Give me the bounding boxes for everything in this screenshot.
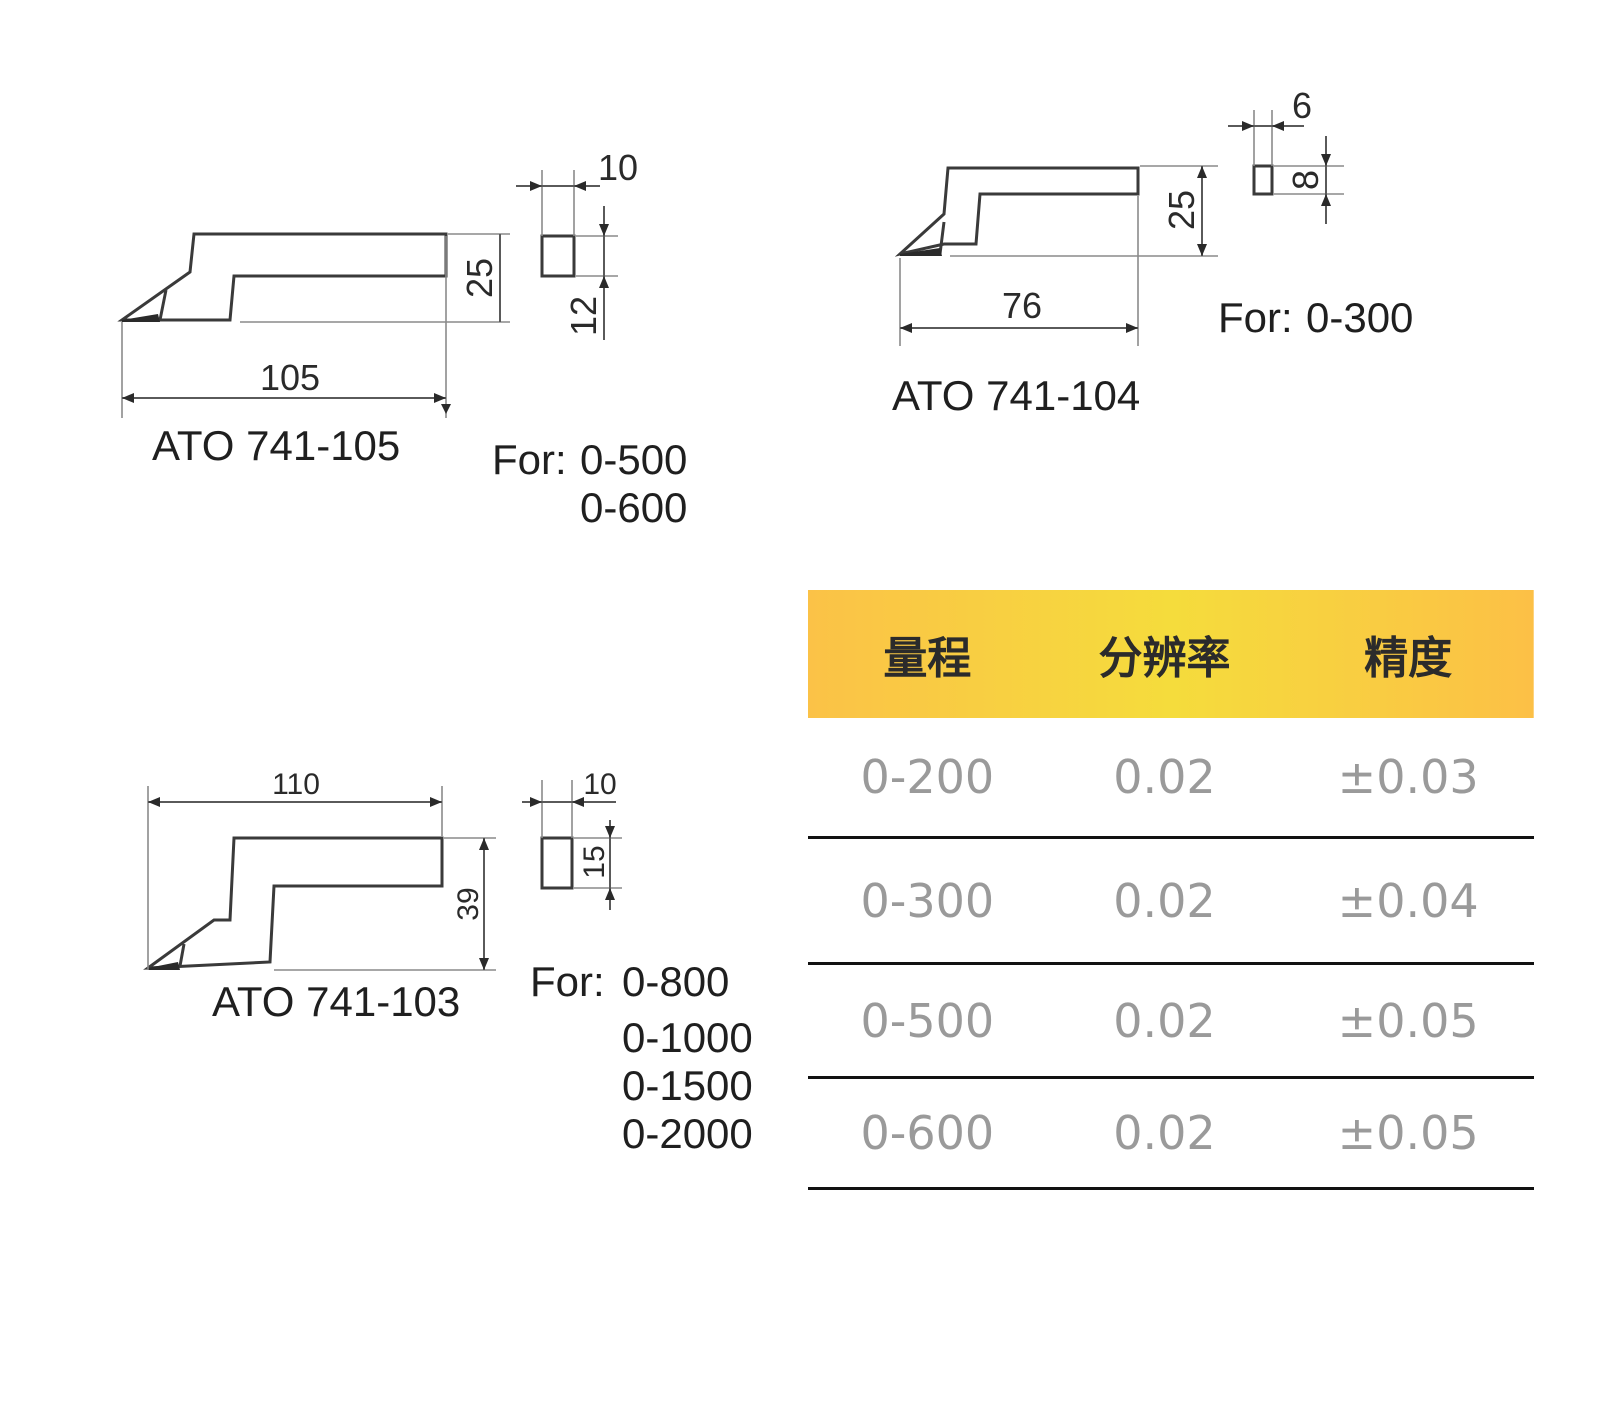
cell-resolution: 0.02 (1046, 718, 1283, 839)
range-103-1: 0-1000 (622, 1014, 753, 1061)
model-label-105: ATO 741-105 (152, 422, 400, 469)
range-105-1: 0-600 (580, 484, 687, 531)
dim-thickness-104: 8 (1285, 170, 1326, 190)
cross-section-105 (540, 234, 576, 278)
cell-range: 0-500 (808, 963, 1047, 1079)
table-row: 0-200 0.02 ±0.03 (808, 718, 1534, 839)
cell-accuracy: ±0.05 (1282, 963, 1534, 1079)
spec-table-header: 量程 分辨率 精度 (808, 590, 1534, 718)
dim-length-103: 110 (272, 768, 320, 801)
drawing-ato-741-105: 105 25 10 12 ATO 741-105 For: 0-500 0-60… (117, 147, 687, 531)
dim-width-104: 6 (1292, 85, 1312, 126)
cell-range: 0-300 (808, 837, 1047, 965)
dim-length-105: 105 (260, 357, 320, 398)
jaw-outline-104 (894, 166, 1140, 257)
range-104-0: 0-300 (1306, 294, 1413, 341)
model-label-103: ATO 741-103 (212, 978, 460, 1025)
cross-section-103 (540, 836, 574, 890)
for-label-103: For: (530, 958, 605, 1005)
jaw-tip-104 (900, 248, 942, 256)
range-103-0: 0-800 (622, 958, 729, 1005)
cell-resolution: 0.02 (1046, 963, 1283, 1079)
jaw-tip-105 (122, 314, 160, 322)
dim-height-104: 25 (1161, 190, 1202, 230)
header-accuracy: 精度 (1364, 633, 1453, 684)
drawing-ato-741-104: 76 25 6 8 ATO 741-104 For: 0-300 (892, 85, 1413, 419)
cell-accuracy: ±0.04 (1282, 837, 1534, 965)
table-row: 0-500 0.02 ±0.05 (808, 963, 1534, 1079)
cell-resolution: 0.02 (1046, 1077, 1283, 1190)
range-103-3: 0-2000 (622, 1110, 753, 1157)
header-range: 量程 (883, 633, 972, 684)
drawing-ato-741-103: 110 39 10 15 ATO 741-103 For: 0-800 0-10… (143, 768, 753, 1157)
dim-thickness-103: 15 (578, 845, 611, 878)
dim-width-103: 10 (583, 768, 616, 801)
range-103-2: 0-1500 (622, 1062, 753, 1109)
for-label-104: For: (1218, 294, 1293, 341)
cell-range: 0-200 (808, 718, 1047, 839)
for-label-105: For: (492, 436, 567, 483)
cell-accuracy: ±0.05 (1282, 1077, 1534, 1190)
range-105-0: 0-500 (580, 436, 687, 483)
dim-thickness-105: 12 (563, 296, 604, 336)
cell-range: 0-600 (808, 1077, 1047, 1190)
table-row: 0-600 0.02 ±0.05 (808, 1077, 1534, 1190)
dim-height-103: 39 (452, 887, 485, 920)
spec-table: 量程 分辨率 精度 0-200 0.02 ±0.03 0-300 0.02 ±0… (808, 590, 1534, 1190)
jaw-tip-103 (148, 962, 180, 970)
jaw-outline-105 (117, 232, 448, 322)
header-resolution: 分辨率 (1098, 633, 1231, 684)
dim-height-105: 25 (459, 258, 500, 298)
cell-accuracy: ±0.03 (1282, 718, 1534, 839)
cross-section-104 (1252, 164, 1274, 196)
dim-width-105: 10 (598, 147, 638, 188)
model-label-104: ATO 741-104 (892, 372, 1140, 419)
jaw-outline-103 (143, 836, 444, 970)
dim-length-104: 76 (1002, 285, 1042, 326)
table-row: 0-300 0.02 ±0.04 (808, 837, 1534, 965)
cell-resolution: 0.02 (1046, 837, 1283, 965)
